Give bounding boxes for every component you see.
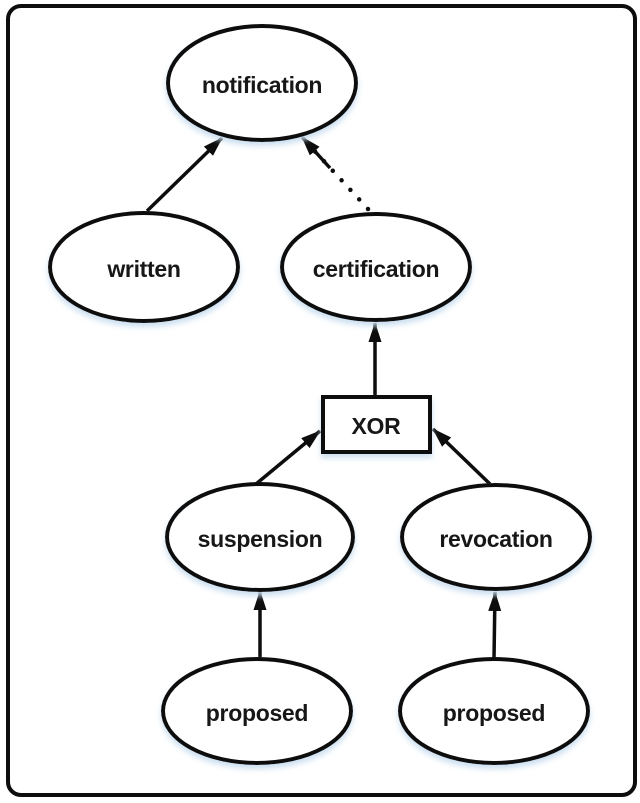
certification-ellipse [280, 212, 472, 322]
xor-box [321, 395, 432, 454]
xor-label: XOR [352, 413, 402, 439]
edge-revocation-to-xor [431, 427, 492, 486]
edge-written-to-notification [145, 136, 224, 213]
node-proposed-right: proposed [398, 657, 590, 765]
proposed-right-label: proposed [443, 700, 545, 726]
edge-certification-to-notification-dots [307, 143, 371, 212]
edge-proposed-right-to-revocation [488, 591, 502, 660]
written-label: written [106, 256, 180, 282]
revocation-ellipse [400, 483, 592, 591]
notification-label: notification [202, 72, 322, 98]
proposed-left-label: proposed [206, 700, 308, 726]
written-ellipse [48, 211, 240, 323]
node-revocation: revocation [400, 483, 592, 591]
node-written: written [48, 211, 240, 323]
revocation-label: revocation [439, 526, 552, 552]
proposed-right-ellipse [398, 657, 590, 765]
node-certification: certification [280, 212, 472, 322]
notification-ellipse [166, 24, 358, 142]
edge-certification-to-notification-arrowhead [300, 135, 332, 170]
proposed-left-ellipse [161, 657, 353, 765]
suspension-ellipse [165, 482, 355, 592]
node-xor: XOR [321, 395, 432, 454]
node-proposed-left: proposed [161, 657, 353, 765]
edge-suspension-to-xor [254, 429, 322, 486]
node-notification: notification [166, 24, 358, 142]
diagram-border [6, 4, 637, 797]
certification-label: certification [313, 256, 439, 282]
node-suspension: suspension [165, 482, 355, 592]
suspension-label: suspension [198, 526, 323, 552]
